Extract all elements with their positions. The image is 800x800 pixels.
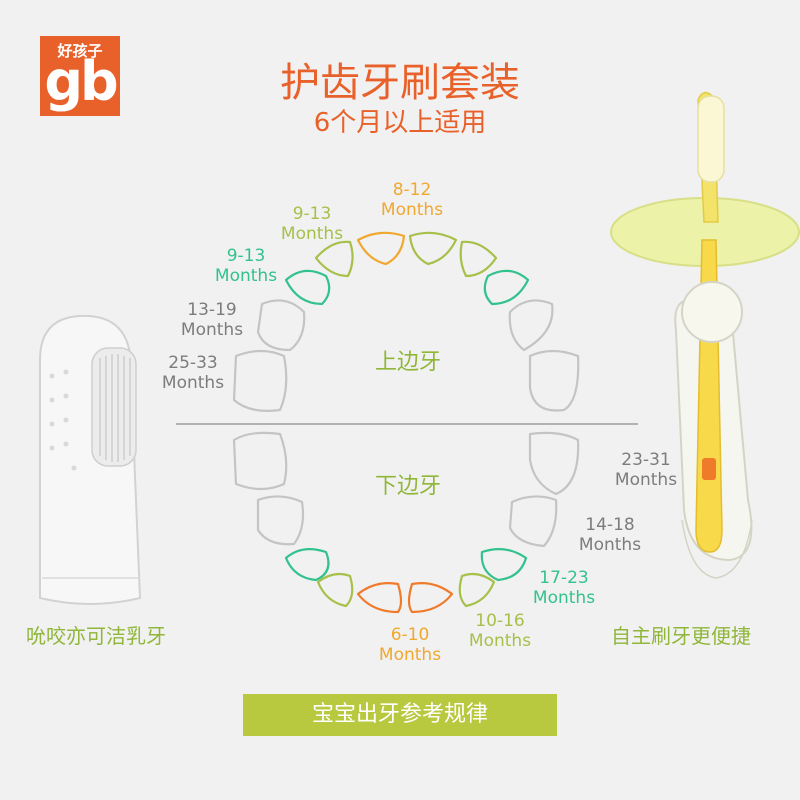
tooth-upper-first-molar-right	[508, 299, 554, 352]
tooth-upper-second-molar-left	[232, 349, 288, 412]
tooth-upper-canine-right	[483, 269, 530, 306]
teething-guide-banner: 宝宝出牙参考规律	[243, 694, 557, 736]
finger-brush-image	[39, 314, 142, 605]
finger-brush-caption: 吮咬亦可洁乳牙	[26, 624, 166, 648]
tooth-lower-canine-left	[284, 547, 330, 582]
tooth-upper-central-right	[408, 231, 458, 266]
tooth-upper-central-left	[356, 231, 406, 266]
page-title: 护齿牙刷套装	[280, 60, 520, 106]
tooth-lower-second-molar-left	[232, 431, 288, 491]
tooth-upper-canine-left	[284, 269, 331, 306]
upper-jaw-label: 上边牙	[374, 350, 441, 375]
tooth-lower-lateral-right	[458, 572, 496, 608]
tooth-lower-second-molar-right	[528, 431, 580, 496]
tooth-upper-second-molar-right	[528, 349, 580, 412]
tooth-lower-canine-right	[480, 547, 528, 582]
brand-logo-text: gb	[44, 50, 118, 113]
page-subtitle: 6个月以上适用	[313, 108, 487, 138]
tooth-upper-lateral-left	[314, 240, 354, 278]
brand-name: 好孩子	[57, 42, 103, 60]
tooth-upper-lateral-right	[459, 240, 498, 278]
brand-logo: 好孩子 gb	[40, 36, 120, 116]
lower-jaw-label: 下边牙	[374, 474, 441, 499]
tooth-lower-first-molar-left	[256, 495, 305, 546]
toothbrush-caption: 自主刷牙更便捷	[611, 624, 751, 648]
tooth-lower-central-right	[407, 582, 454, 614]
toothbrush-image	[610, 91, 800, 579]
tooth-lower-central-left	[356, 582, 403, 614]
tooth-upper-first-molar-left	[256, 299, 306, 352]
tooth-lower-first-molar-right	[508, 495, 558, 548]
tooth-lower-lateral-left	[316, 572, 354, 608]
